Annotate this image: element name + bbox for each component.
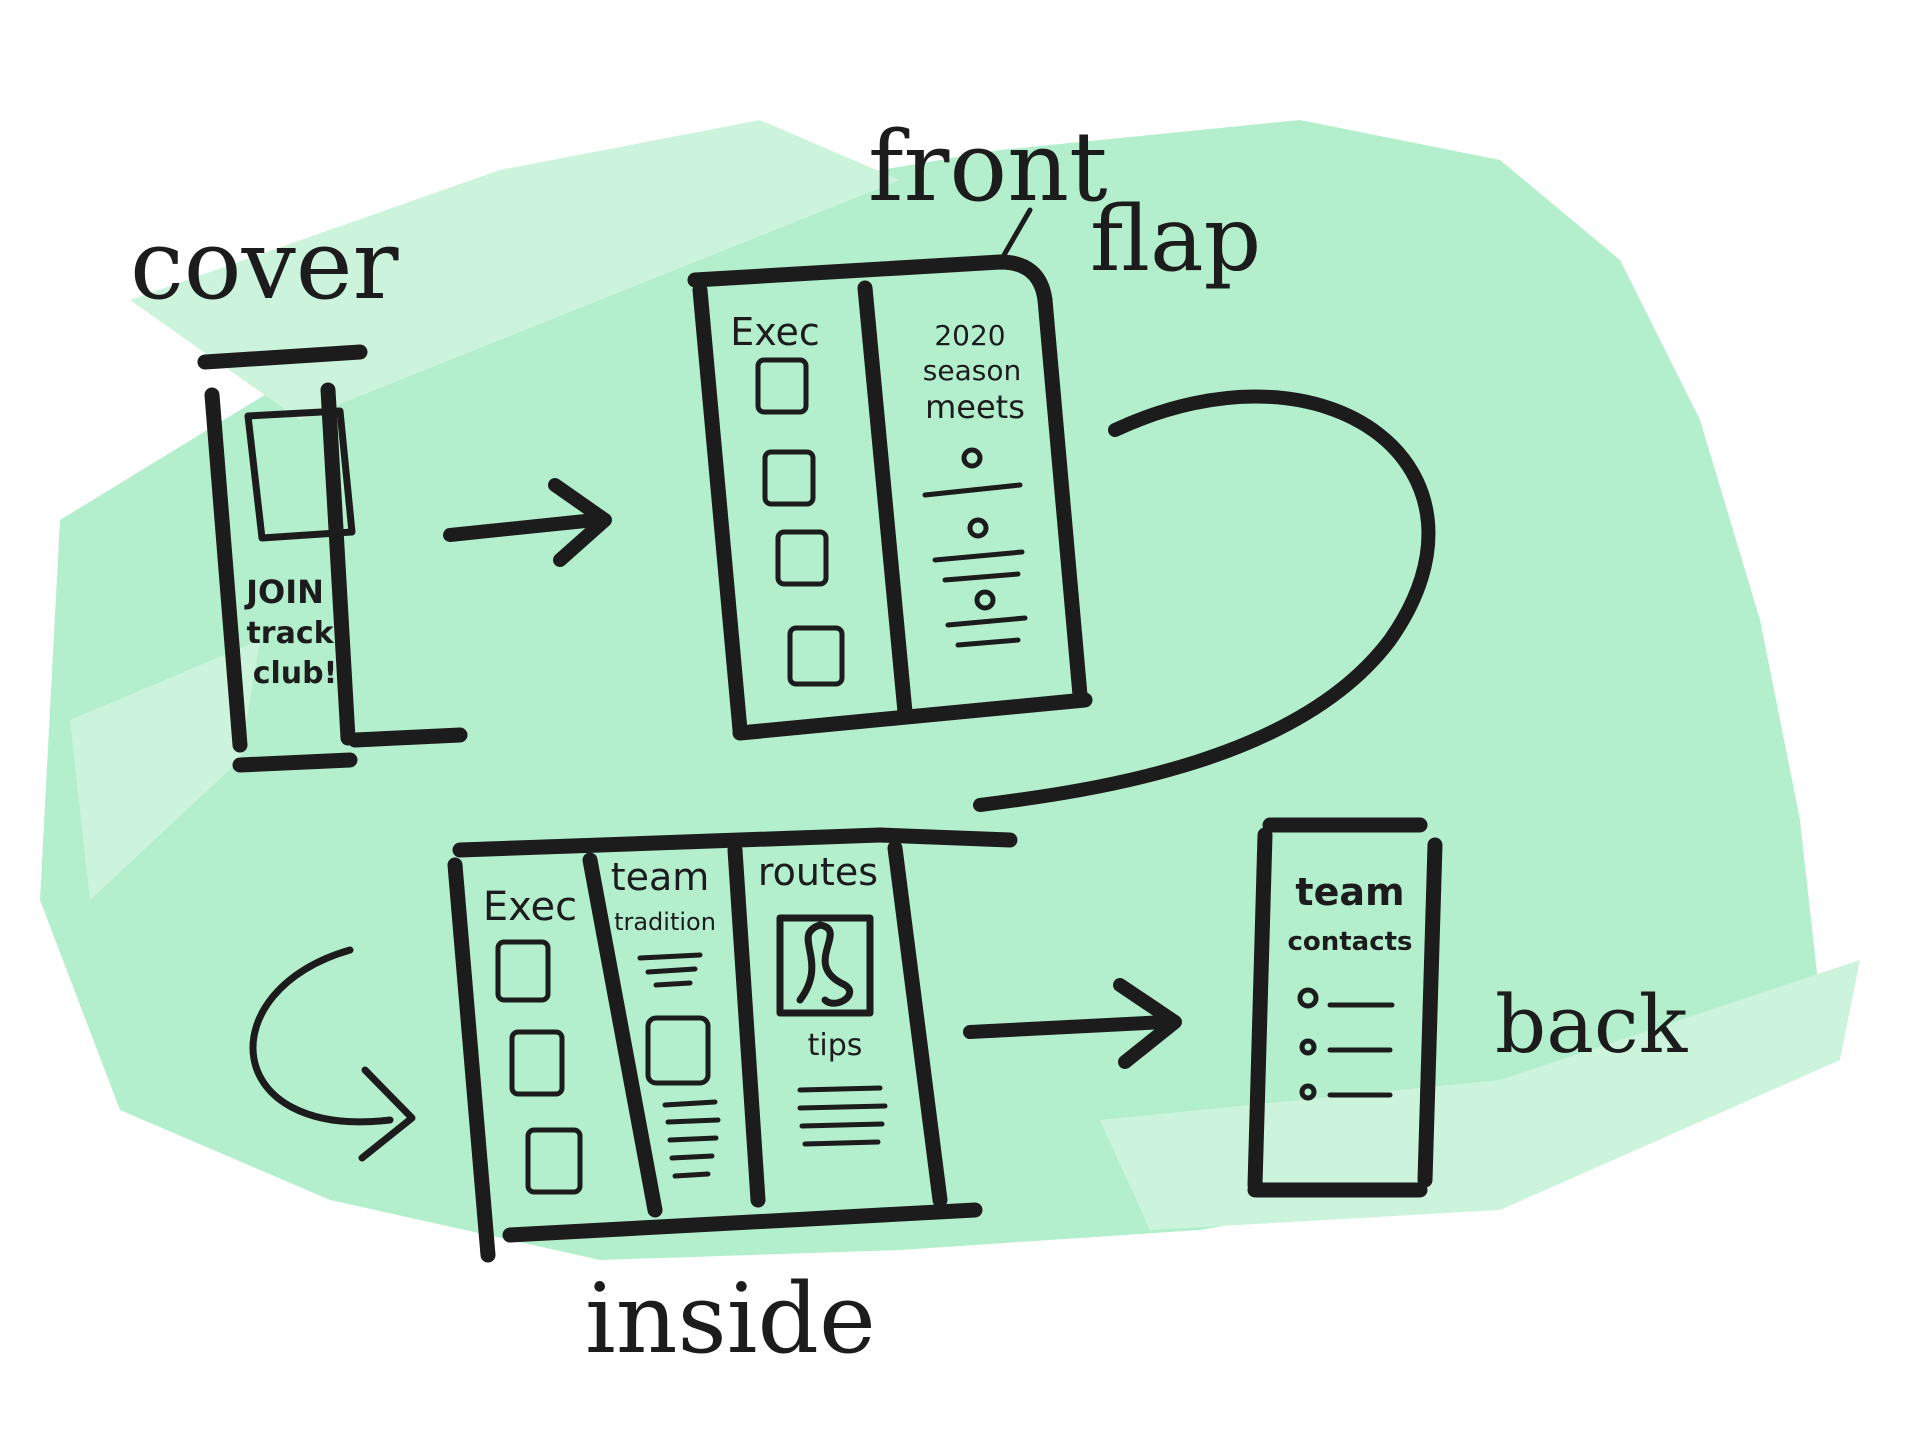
front-flap-year: 2020	[934, 319, 1005, 352]
inside-route-map	[776, 914, 874, 1017]
arrow-inside-to-back	[963, 978, 1182, 1069]
inside-tradition-heading: tradition	[614, 908, 716, 936]
front-flap-season: season	[923, 354, 1021, 387]
inside-routes-heading: routes	[758, 850, 878, 894]
label-inside: inside	[585, 1263, 876, 1375]
green-wash-background	[40, 120, 1860, 1260]
label-flap: flap	[1090, 187, 1261, 292]
inside-panel: Exec team tradition routes tips	[447, 827, 1018, 1263]
back-team-heading: team	[1295, 870, 1404, 914]
inside-tradition-content	[637, 952, 721, 1179]
cover-panel: JOIN track club!	[197, 344, 468, 773]
front-flap-exec-photo-boxes	[755, 357, 845, 687]
front-flap-panel: Exec 2020 season meets	[687, 207, 1093, 741]
label-front: front	[868, 111, 1108, 223]
inside-tips-lines	[797, 1085, 888, 1147]
inside-exec-photo-boxes	[495, 939, 583, 1195]
inside-exec-heading: Exec	[483, 884, 577, 930]
front-flap-meets: meets	[925, 388, 1025, 426]
front-flap-meet-list	[922, 447, 1028, 648]
back-contacts-heading: contacts	[1287, 927, 1412, 957]
cover-image-placeholder	[244, 407, 356, 542]
back-contact-list	[1297, 987, 1395, 1101]
arrow-cover-to-front-flap	[443, 478, 612, 567]
inside-team-heading: team	[611, 855, 710, 899]
inside-tips-heading: tips	[808, 1028, 863, 1063]
cover-text-line1: JOIN	[244, 573, 324, 611]
label-cover: cover	[130, 209, 399, 321]
cover-text-line2: track	[246, 616, 334, 651]
curve-front-flap-to-inside	[973, 389, 1436, 812]
cover-text-line3: club!	[253, 656, 338, 691]
arrow-into-inside	[249, 946, 416, 1162]
back-panel: team contacts	[1247, 817, 1443, 1198]
front-flap-exec-heading: Exec	[730, 310, 820, 354]
label-back: back	[1495, 978, 1689, 1071]
